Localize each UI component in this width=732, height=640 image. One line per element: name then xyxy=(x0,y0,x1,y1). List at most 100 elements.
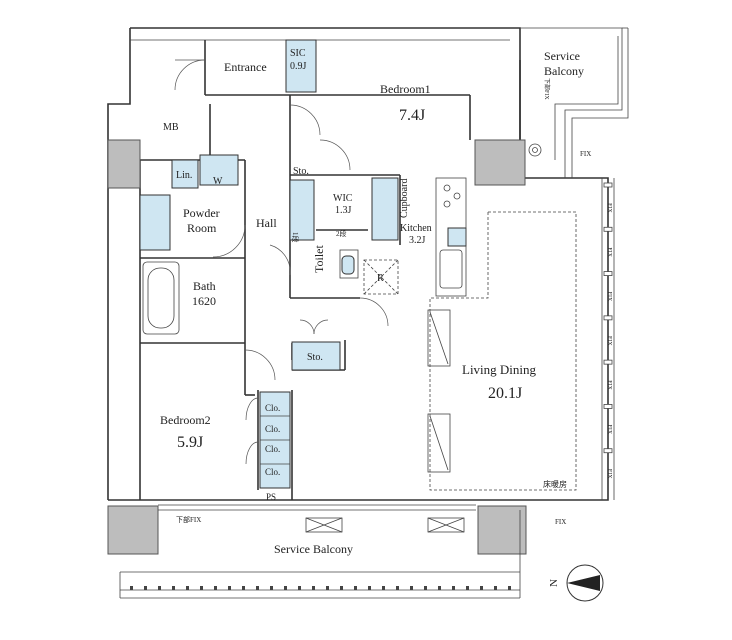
compass-north-label: N xyxy=(548,579,560,587)
top-service-balcony xyxy=(520,27,629,178)
railing-post xyxy=(368,586,371,590)
right-window-wall xyxy=(601,178,615,500)
railing-post xyxy=(186,586,189,590)
window-mullion xyxy=(603,404,613,409)
powder-room-label: Room xyxy=(187,221,217,235)
railing-post xyxy=(382,586,385,590)
floor-heating-area xyxy=(429,211,577,491)
fix-right-label: FIX xyxy=(606,292,612,302)
railing-post xyxy=(340,586,343,590)
living-dining-label: Living Dining xyxy=(462,362,537,377)
railing-post xyxy=(466,586,469,590)
railing-post xyxy=(130,586,133,590)
wic-shelf2-label: 2段 xyxy=(336,229,347,238)
window-mullion xyxy=(603,315,613,321)
railing-post xyxy=(312,586,315,590)
living-dining-size-label: 20.1J xyxy=(488,385,522,402)
kitchen-size-label: 3.2J xyxy=(409,235,426,246)
mb-label: MB xyxy=(163,122,179,133)
railing-post xyxy=(452,586,455,590)
toilet-fixture xyxy=(339,249,359,279)
railing-post xyxy=(228,586,231,590)
window-mullion xyxy=(603,448,613,454)
railing-post xyxy=(480,586,483,590)
wic-size-label: 1.3J xyxy=(335,205,352,216)
kitchen-counter xyxy=(435,177,467,297)
column-nw xyxy=(107,139,141,189)
kitchen-sink-mark xyxy=(447,227,467,247)
railing-post xyxy=(326,586,329,590)
service-balcony-top-label-1: Service xyxy=(544,49,580,63)
railing-post xyxy=(438,586,441,590)
sic-size-label: 0.9J xyxy=(290,61,307,72)
r-mark-label: R xyxy=(377,273,384,284)
door-swings xyxy=(174,59,389,465)
railing-post xyxy=(396,586,399,590)
railing-post xyxy=(354,586,357,590)
service-balcony-top-label-2: Balcony xyxy=(544,64,584,78)
column-se xyxy=(477,505,527,555)
cupboard-label: Cupboard xyxy=(399,179,410,218)
window-mullion xyxy=(603,271,613,276)
clo-label-4: Clo. xyxy=(265,467,280,477)
fix-corner-label: FIX xyxy=(580,150,591,158)
powder-vanity xyxy=(139,194,171,251)
fix-right-label: FIX xyxy=(606,469,612,479)
fix-bottom-left-label: 下部FIX xyxy=(176,515,201,524)
railing-post xyxy=(172,586,175,590)
clo-label-3: Clo. xyxy=(265,444,280,454)
wic-label: WIC xyxy=(333,193,353,204)
clo-label-1: Clo. xyxy=(265,403,280,413)
powder-label: Powder xyxy=(183,206,220,220)
railing-post xyxy=(214,586,217,590)
railing-post xyxy=(270,586,273,590)
compass-needle-icon xyxy=(567,575,600,591)
wic-shelf1-label: 1段 xyxy=(291,232,300,243)
railing-post xyxy=(424,586,427,590)
compass: N xyxy=(548,564,604,602)
clo-label-2: Clo. xyxy=(265,424,280,434)
bath-label: Bath xyxy=(193,279,216,293)
railing-post xyxy=(200,586,203,590)
railing-post xyxy=(508,586,511,590)
fix-right-label: FIX xyxy=(606,425,612,435)
railing-post xyxy=(410,586,413,590)
kitchen-label: Kitchen xyxy=(400,223,432,234)
ps-label: PS xyxy=(266,492,276,502)
fix-right-label: FIX xyxy=(606,336,612,346)
toilet-label: Toilet xyxy=(312,245,326,273)
railing-post xyxy=(158,586,161,590)
railing-post xyxy=(144,586,147,590)
railing-post xyxy=(256,586,259,590)
structural-columns xyxy=(107,139,527,555)
washer-space xyxy=(199,154,239,186)
fix-right-label: FIX xyxy=(606,380,612,390)
bedroom2-label: Bedroom2 xyxy=(160,413,211,427)
bottom-windows xyxy=(158,504,476,533)
refrigerator-space xyxy=(363,259,399,295)
sto1-label: Sto. xyxy=(293,166,309,177)
living-furniture xyxy=(427,309,451,473)
service-balcony-bottom-label: Service Balcony xyxy=(274,542,353,556)
bedroom1-size-label: 7.4J xyxy=(399,107,425,124)
railing-post xyxy=(284,586,287,590)
railing-post xyxy=(298,586,301,590)
w-label: W xyxy=(213,176,223,187)
sic-closet xyxy=(285,39,317,93)
linen-closet xyxy=(171,159,199,189)
floor-heating-label: 床暖房 xyxy=(543,479,567,489)
column-ne xyxy=(474,139,526,186)
bath-size-label: 1620 xyxy=(192,294,216,308)
fix-right-label: FIX xyxy=(606,247,612,257)
fix-right-label: FIX xyxy=(606,203,612,213)
window-mullion xyxy=(603,226,613,232)
bottom-balcony-railing xyxy=(119,510,521,599)
column-sw xyxy=(107,505,159,555)
sic-label: SIC xyxy=(290,48,306,59)
cupboard xyxy=(371,177,399,241)
hall-label: Hall xyxy=(256,216,277,230)
entrance-label: Entrance xyxy=(224,60,267,74)
window-mullion xyxy=(603,182,613,188)
window-mullion xyxy=(603,359,613,365)
